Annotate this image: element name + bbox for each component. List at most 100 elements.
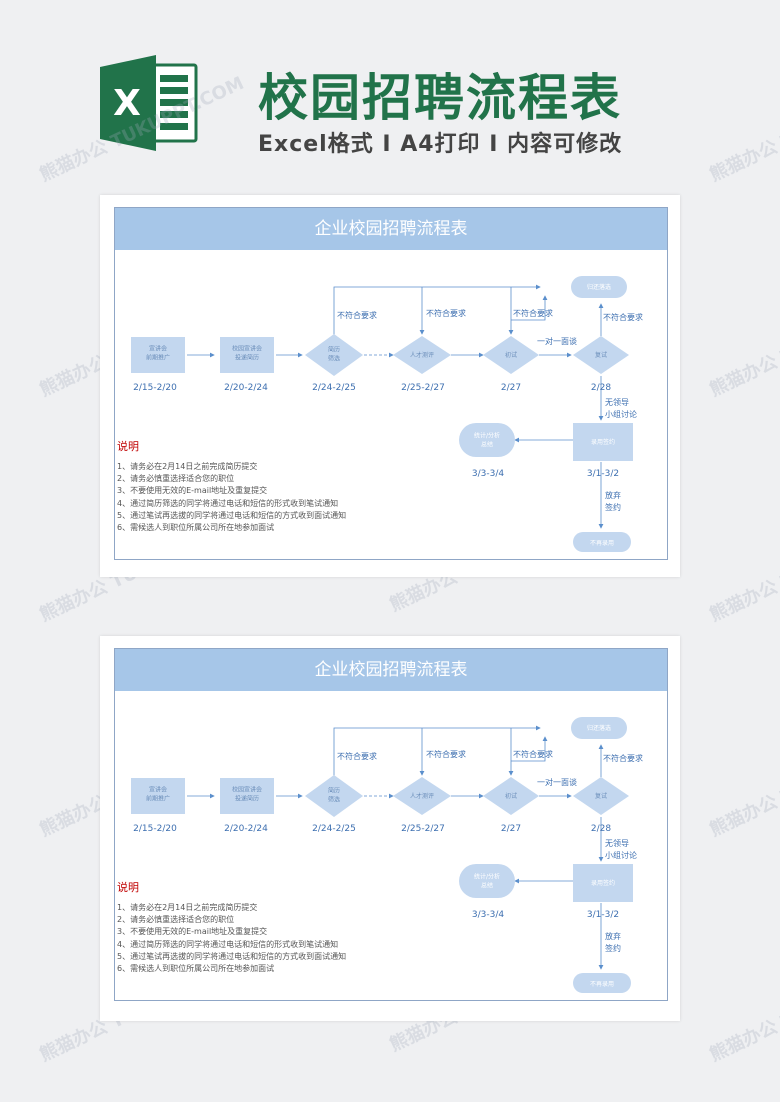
node-screen-label: 简历筛选 [328, 346, 340, 363]
edge-label-abandon: 签约 [605, 502, 621, 512]
node-interview [483, 336, 539, 374]
date-summary: 3/3-3/4 [472, 469, 504, 479]
flow-connectors [187, 725, 604, 970]
node-interview-label: 初试 [505, 792, 517, 800]
date-screen: 2/24-2/25 [312, 824, 356, 834]
edge-label-fail: 不符合要求 [337, 310, 377, 320]
watermark: 熊猫办公 TUKUPPT.COM [706, 512, 780, 626]
node-test [393, 777, 451, 815]
date-hire: 3/1-3/2 [587, 469, 619, 479]
edge-label-one-on-one: 一对一面谈 [537, 336, 577, 346]
watermark: 熊猫办公 TUKUPPT.COM [706, 287, 780, 401]
edge-label-leaderless: 无领导 [605, 397, 629, 407]
page-title: 校园招聘流程表 [258, 69, 622, 127]
node-reject [573, 973, 631, 993]
node-hire [573, 423, 633, 461]
node-talent-pool [571, 276, 627, 298]
note-item: 3、不要使用无效的E-mail地址及重复提交 [117, 927, 268, 937]
date-recruit: 2/15-2/20 [133, 824, 177, 834]
note-item: 4、通过简历筛选的同学将通过电话和短信的形式收到笔试通知 [117, 498, 339, 508]
node-reject [573, 532, 631, 552]
edge-label-leaderless: 小组讨论 [605, 850, 637, 860]
date-collect: 2/20-2/24 [224, 824, 268, 834]
edge-label-leaderless: 无领导 [605, 838, 629, 848]
node-interview [483, 777, 539, 815]
node-reinterview-label: 复试 [595, 351, 607, 359]
node-talent-pool [571, 717, 627, 739]
note-item: 2、请务必慎重选择适合您的职位 [117, 474, 235, 484]
edge-label-fail: 不符合要求 [426, 308, 466, 318]
note-item: 1、请务必在2月14日之前完成简历提交 [117, 903, 258, 912]
node-collect-label: 校园宣讲会投递简历 [232, 786, 262, 803]
sheet-preview-1: 企业校园招聘流程表 [100, 195, 680, 577]
node-summary-label: 统计/分析总结 [474, 873, 500, 890]
node-reject-label: 不再录用 [590, 539, 614, 547]
node-hire [573, 864, 633, 902]
node-summary-label: 统计/分析总结 [474, 432, 500, 449]
node-reinterview-label: 复试 [595, 792, 607, 800]
notes-list: 1、请务必在2月14日之前完成简历提交 2、请务必慎重选择适合您的职位 3、不要… [117, 902, 346, 975]
node-screen [305, 334, 363, 376]
node-recruit-label: 宣讲会前期推广 [146, 786, 170, 803]
date-reinterview: 2/28 [591, 383, 611, 393]
node-hire-label: 录用签约 [591, 879, 615, 887]
date-screen: 2/24-2/25 [312, 383, 356, 393]
edge-label-one-on-one: 一对一面谈 [537, 777, 577, 787]
node-screen [305, 775, 363, 817]
flow-chart: 宣讲会前期推广 校园宣讲会投递简历 简历筛选 人才测评 初试 复试 归还落选 录… [131, 276, 643, 552]
edge-label-fail: 不符合要求 [513, 749, 553, 759]
page-subtitle: Excel格式 I A4打印 I 内容可修改 [258, 132, 623, 157]
node-reinterview [573, 777, 629, 815]
edge-label-abandon: 签约 [605, 943, 621, 953]
edge-label-abandon: 放弃 [605, 931, 621, 941]
page-header: X 校园招聘流程表 Excel格式 I A4打印 I 内容可修改 [0, 0, 780, 190]
node-summary [459, 423, 515, 457]
node-talent-pool-label: 归还落选 [587, 283, 611, 291]
node-test [393, 336, 451, 374]
edge-label-leaderless: 小组讨论 [605, 409, 637, 419]
notes-list: 1、请务必在2月14日之前完成简历提交 2、请务必慎重选择适合您的职位 3、不要… [117, 461, 346, 534]
flow-connectors [187, 284, 604, 529]
node-test-label: 人才测评 [410, 351, 434, 359]
node-reinterview [573, 336, 629, 374]
notes-title: 说明 [117, 440, 139, 453]
sheet-title: 企业校园招聘流程表 [115, 649, 667, 691]
flow-chart: 宣讲会前期推广 校园宣讲会投递简历 简历筛选 人才测评 初试 复试 归还落选 录… [131, 717, 643, 993]
notes-title: 说明 [117, 881, 139, 894]
node-reject-label: 不再录用 [590, 980, 614, 988]
edge-label-fail: 不符合要求 [603, 312, 643, 322]
date-interview: 2/27 [501, 824, 521, 834]
node-collect [220, 778, 274, 814]
date-recruit: 2/15-2/20 [133, 383, 177, 393]
node-recruit-label: 宣讲会前期推广 [146, 345, 170, 362]
note-item: 5、通过笔试再选拔的同学将通过电话和短信的方式收到面试通知 [117, 951, 347, 961]
note-item: 6、需候选人到职位所属公司所在地参加面试 [117, 964, 275, 974]
note-item: 2、请务必慎重选择适合您的职位 [117, 915, 235, 925]
note-item: 3、不要使用无效的E-mail地址及重复提交 [117, 486, 268, 496]
note-item: 6、需候选人到职位所属公司所在地参加面试 [117, 523, 275, 533]
edge-label-fail: 不符合要求 [337, 751, 377, 761]
node-interview-label: 初试 [505, 351, 517, 359]
node-recruit [131, 337, 185, 373]
node-test-label: 人才测评 [410, 792, 434, 800]
date-test: 2/25-2/27 [401, 824, 445, 834]
date-summary: 3/3-3/4 [472, 910, 504, 920]
note-item: 5、通过笔试再选拔的同学将通过电话和短信的方式收到面试通知 [117, 510, 347, 520]
sheet-frame: 企业校园招聘流程表 [114, 648, 668, 1001]
watermark: 熊猫办公 TUKUPPT.COM [706, 952, 780, 1066]
node-talent-pool-label: 归还落选 [587, 724, 611, 732]
edge-label-fail: 不符合要求 [513, 308, 553, 318]
node-recruit [131, 778, 185, 814]
date-reinterview: 2/28 [591, 824, 611, 834]
date-test: 2/25-2/27 [401, 383, 445, 393]
sheet-preview-2: 企业校园招聘流程表 [100, 636, 680, 1021]
node-summary [459, 864, 515, 898]
node-collect [220, 337, 274, 373]
note-item: 4、通过简历筛选的同学将通过电话和短信的形式收到笔试通知 [117, 939, 339, 949]
logo-letter: X [113, 83, 141, 124]
node-screen-label: 简历筛选 [328, 787, 340, 804]
sheet-title: 企业校园招聘流程表 [115, 208, 667, 250]
date-hire: 3/1-3/2 [587, 910, 619, 920]
excel-logo-icon: X [100, 55, 198, 151]
edge-label-fail: 不符合要求 [426, 749, 466, 759]
